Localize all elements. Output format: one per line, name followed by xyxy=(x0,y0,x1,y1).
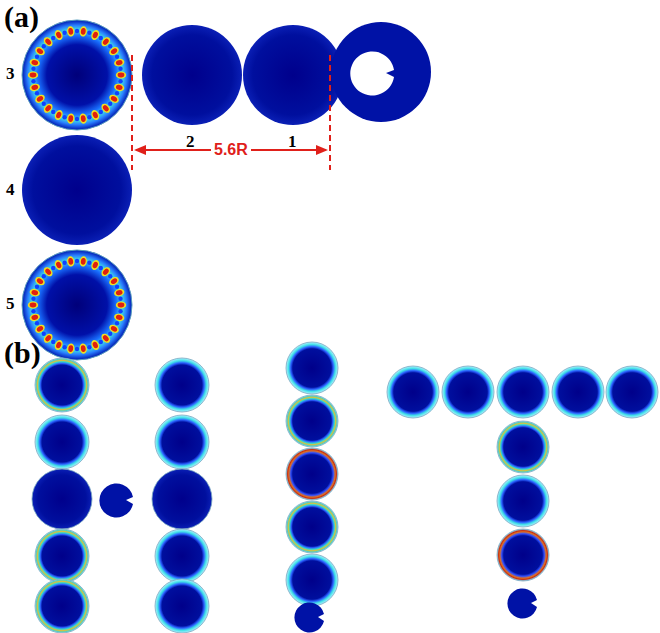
callout-number: 2 xyxy=(186,132,195,152)
panel-label: (a) xyxy=(4,0,39,34)
callout-number: 3 xyxy=(6,64,15,84)
callout-number: 4 xyxy=(6,180,15,200)
dimension-label: 5.6R xyxy=(211,141,251,159)
callout-number: 1 xyxy=(288,132,297,152)
callout-number: 5 xyxy=(6,294,15,314)
panel-label: (b) xyxy=(4,336,41,370)
